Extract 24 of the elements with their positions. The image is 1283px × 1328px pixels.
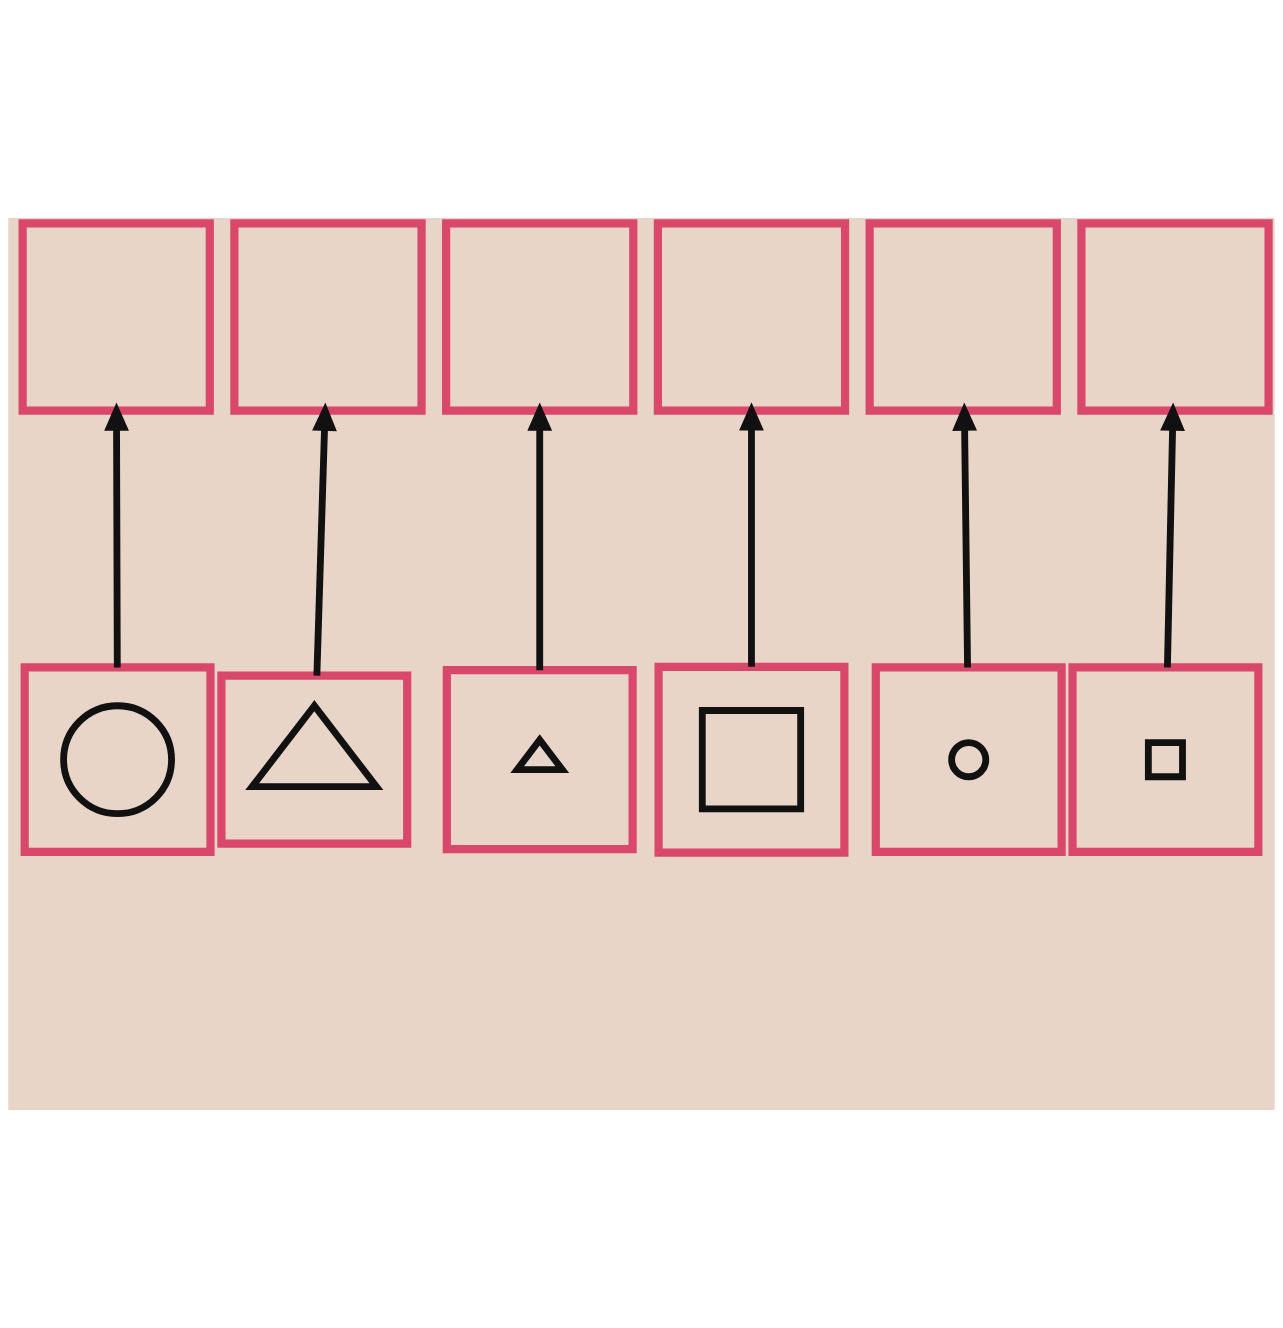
arrow <box>1160 402 1185 668</box>
node-box <box>653 219 850 415</box>
node-box <box>442 219 638 415</box>
cluster <box>217 671 412 848</box>
cluster <box>1068 663 1263 856</box>
node-triangle <box>510 734 570 773</box>
arrow <box>952 402 978 668</box>
cluster <box>871 663 1066 856</box>
arrow <box>527 402 553 671</box>
cluster <box>442 666 637 854</box>
cluster <box>654 662 849 857</box>
node-box <box>865 219 1061 415</box>
node-box <box>1077 219 1273 415</box>
node-box <box>698 707 805 813</box>
node-circle <box>60 702 175 818</box>
node-triangle <box>245 700 384 791</box>
node-box <box>1144 739 1186 781</box>
node-box <box>230 219 426 415</box>
node-box <box>18 219 214 415</box>
arrow <box>312 402 337 676</box>
arrow <box>104 402 129 668</box>
node-circle <box>948 739 990 781</box>
arrow <box>739 402 764 667</box>
cluster <box>20 663 215 856</box>
